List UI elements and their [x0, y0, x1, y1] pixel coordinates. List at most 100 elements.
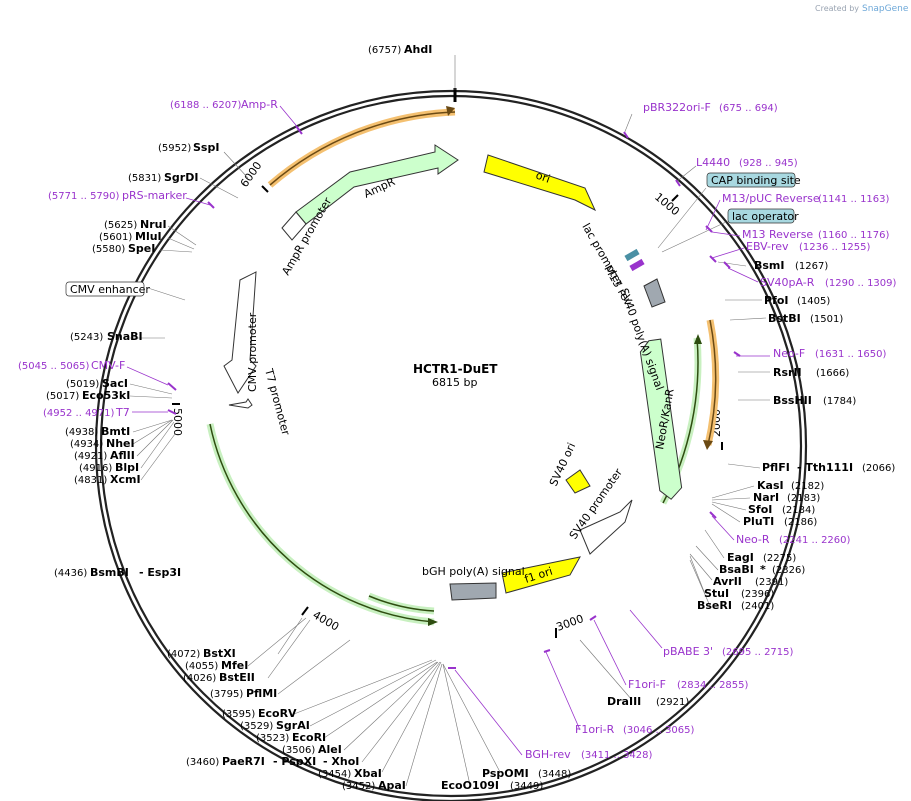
svg-text:- XhoI: - XhoI — [323, 755, 359, 768]
site-spei[interactable]: (5580) SpeI — [92, 242, 155, 255]
site-snabi[interactable]: (5243) SnaBI — [70, 330, 143, 343]
site-pspomi[interactable]: PspOMI (3448) — [482, 767, 571, 780]
site-bseri[interactable]: BseRI (2401) — [697, 599, 774, 612]
svg-text:PaeR7I: PaeR7I — [222, 755, 265, 768]
site-mlui[interactable]: (5601) MluI — [99, 230, 162, 243]
site-stui[interactable]: StuI (2396) — [704, 587, 774, 600]
primer-f1ori-f[interactable]: F1ori-F (2834 .. 2855) — [628, 678, 749, 691]
site-bsteii[interactable]: (4026) BstEII — [183, 671, 255, 684]
site-ecori[interactable]: (3523) EcoRI — [256, 731, 326, 744]
site-eagi[interactable]: EagI (2275) — [727, 551, 796, 564]
site-bstxi[interactable]: (4072) BstXI — [167, 647, 236, 660]
ori-feature — [483, 154, 597, 212]
svg-text:PluTI: PluTI — [743, 515, 774, 528]
site-bmti[interactable]: (4938) BmtI — [65, 425, 130, 438]
site-draiii[interactable]: DraIII (2921) — [607, 695, 689, 708]
primer-neo-f[interactable]: Neo-F (1631 .. 1650) — [773, 347, 887, 360]
svg-text:(675 .. 694): (675 .. 694) — [719, 103, 778, 114]
site-eco53ki[interactable]: (5017) Eco53kI — [46, 389, 130, 402]
svg-text:SfoI: SfoI — [748, 503, 772, 516]
svg-text:SgrAI: SgrAI — [276, 719, 310, 732]
primer-m13-puc-reverse[interactable]: M13/pUC Reverse (1141 .. 1163) — [722, 192, 890, 205]
neo-orange-arrowhead — [703, 440, 713, 450]
site-mfei[interactable]: (4055) MfeI — [185, 659, 248, 672]
primer-neo-r[interactable]: Neo-R (2241 .. 2260) — [736, 533, 851, 546]
svg-text:SacI: SacI — [102, 377, 128, 390]
site-sspi[interactable]: (5952) SspI — [158, 141, 219, 154]
site-blpi[interactable]: (4916) BlpI — [79, 461, 139, 474]
svg-text:MluI: MluI — [135, 230, 162, 243]
site-eco0109i[interactable]: EcoO109I (3449) — [441, 779, 543, 792]
primer-sv40pa-r[interactable]: SV40pA-R (1290 .. 1309) — [760, 276, 897, 289]
svg-text:(2834 .. 2855): (2834 .. 2855) — [677, 680, 749, 691]
site-paer7i[interactable]: (3460) PaeR7I - PspXI - XhoI — [186, 755, 359, 768]
primer-l4440[interactable]: L4440 (928 .. 945) — [696, 156, 798, 169]
site-bsabi[interactable]: BsaBI * (2326) — [719, 563, 805, 576]
svg-text:(1160 .. 1176): (1160 .. 1176) — [818, 230, 890, 241]
svg-text:ApaI: ApaI — [378, 779, 406, 792]
svg-text:(3506): (3506) — [282, 745, 315, 756]
sv40-polya-feature — [643, 278, 666, 308]
site-bsshii[interactable]: BssHII (1784) — [773, 394, 856, 407]
svg-text:PfoI: PfoI — [764, 294, 789, 307]
svg-text:pBABE 3': pBABE 3' — [663, 645, 713, 658]
primer-cmv-f[interactable]: (5045 .. 5065) CMV-F — [18, 359, 125, 372]
site-sgrai[interactable]: (3529) SgrAI — [240, 719, 310, 732]
svg-text:SgrDI: SgrDI — [164, 171, 198, 184]
primer-ebv-rev[interactable]: EBV-rev (1236 .. 1255) — [746, 240, 871, 253]
site-aflii[interactable]: (4921) AflII — [74, 449, 135, 462]
primer-bgh-rev[interactable]: BGH-rev (3411 .. 3428) — [525, 748, 653, 761]
site-bsmbi[interactable]: (4436) BsmBI - Esp3I — [54, 566, 181, 579]
site-bsmi[interactable]: BsmI (1267) — [754, 259, 828, 272]
site-sgrdi[interactable]: (5831) SgrDI — [128, 171, 198, 184]
primer-ticks — [167, 125, 741, 669]
primer-prs-marker[interactable]: (5771 .. 5790) pRS-marker — [48, 189, 187, 202]
site-alei[interactable]: (3506) AleI — [282, 743, 342, 756]
svg-text:(1501): (1501) — [810, 314, 843, 325]
primer-m13-reverse[interactable]: M13 Reverse (1160 .. 1176) — [742, 228, 890, 241]
site-ahdi[interactable]: (6757) AhdI — [368, 43, 432, 56]
site-nrui[interactable]: (5625) NruI — [104, 218, 167, 231]
site-rsrii[interactable]: RsrII (1666) — [773, 366, 849, 379]
svg-text:EagI: EagI — [727, 551, 754, 564]
site-kasi[interactable]: KasI (2182) — [757, 479, 824, 492]
svg-text:SV40pA-R: SV40pA-R — [760, 276, 815, 289]
svg-text:BlpI: BlpI — [115, 461, 139, 474]
primer-t7[interactable]: (4952 .. 4971) T7 — [43, 406, 130, 419]
svg-text:Amp-R: Amp-R — [241, 98, 278, 111]
svg-text:NruI: NruI — [140, 218, 167, 231]
cmv-green-band — [206, 423, 435, 626]
site-bstbi[interactable]: BstBI (1501) — [768, 312, 843, 325]
site-nhei[interactable]: (4934) NheI — [70, 437, 135, 450]
site-nari[interactable]: NarI (2183) — [753, 491, 820, 504]
site-pflmi[interactable]: (3795) PflMI — [210, 687, 277, 700]
site-pflfi[interactable]: PflFI - Tth111I (2066) — [762, 461, 895, 474]
svg-text:4000: 4000 — [311, 608, 342, 633]
site-ecorv[interactable]: (3595) EcoRV — [222, 707, 297, 720]
site-xcmi[interactable]: (4831) XcmI — [74, 473, 141, 486]
primer-pbabe-3[interactable]: pBABE 3' (2695 .. 2715) — [663, 645, 794, 658]
site-avrii[interactable]: AvrII (2391) — [713, 575, 788, 588]
primer-f1ori-r[interactable]: F1ori-R (3046 .. 3065) — [575, 723, 695, 736]
svg-text:(6757): (6757) — [368, 45, 401, 56]
svg-text:XbaI: XbaI — [354, 767, 382, 780]
site-xbai[interactable]: (3454) XbaI — [318, 767, 382, 780]
m13-rev-feature — [629, 258, 645, 272]
svg-text:(5771 .. 5790): (5771 .. 5790) — [48, 191, 120, 202]
svg-text:(5017): (5017) — [46, 391, 79, 402]
svg-text:(3460): (3460) — [186, 757, 219, 768]
svg-text:(2184): (2184) — [782, 505, 815, 516]
svg-text:EcoO109I: EcoO109I — [441, 779, 499, 792]
svg-text:PflMI: PflMI — [246, 687, 277, 700]
site-pluti[interactable]: PluTI (2186) — [743, 515, 817, 528]
primer-amp-r[interactable]: (6188 .. 6207) Amp-R — [170, 98, 278, 111]
svg-text:AflII: AflII — [110, 449, 135, 462]
site-apai[interactable]: (3452) ApaI — [342, 779, 406, 792]
svg-text:SpeI: SpeI — [128, 242, 155, 255]
site-saci[interactable]: (5019) SacI — [66, 377, 128, 390]
site-pfoi[interactable]: PfoI (1405) — [764, 294, 830, 307]
svg-text:lac operator: lac operator — [732, 210, 799, 223]
site-sfoi[interactable]: SfoI (2184) — [748, 503, 815, 516]
primer-pbr322ori-f[interactable]: pBR322ori-F (675 .. 694) — [643, 101, 778, 114]
